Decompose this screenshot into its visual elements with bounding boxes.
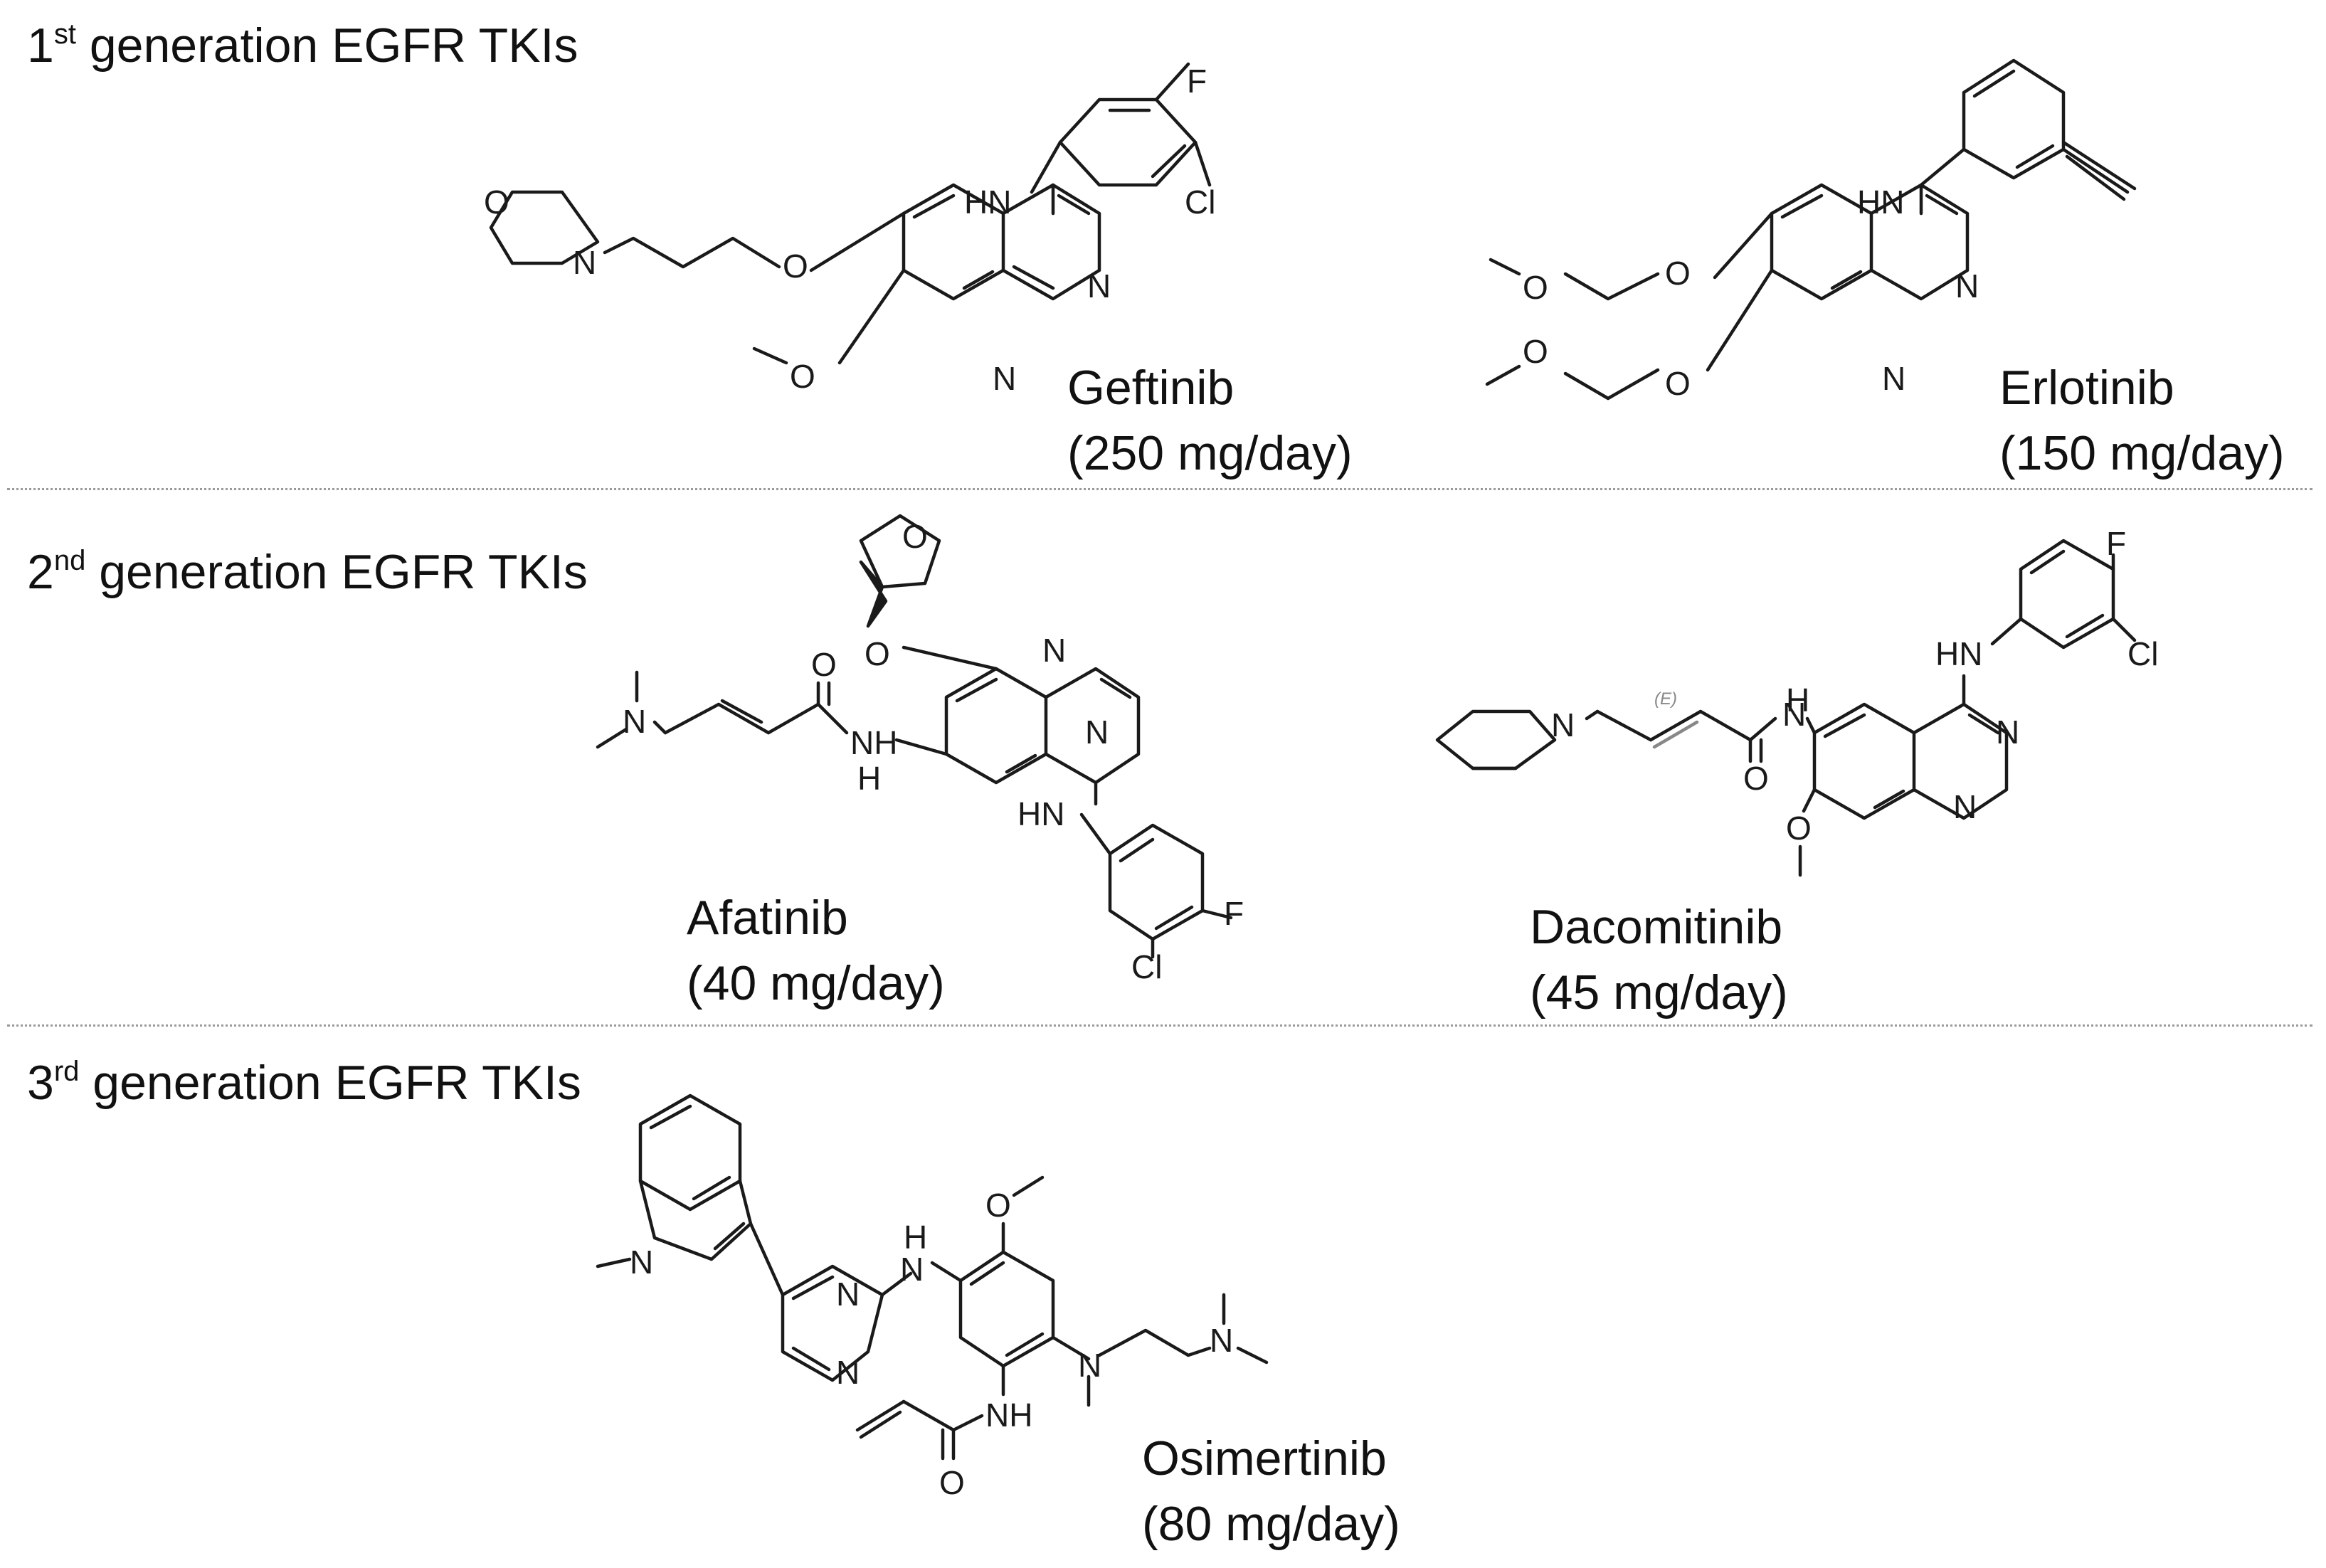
atom-n: N <box>836 1354 860 1391</box>
drug-label-osimertinib: Osimertinib (80 mg/day) <box>1142 1426 1400 1557</box>
stereo-e-label: (E) <box>1654 689 1677 709</box>
atom-nh: NH <box>985 1397 1032 1434</box>
atom-o: O <box>1523 333 1548 370</box>
atom-cl: Cl <box>2127 635 2158 672</box>
atom-cl: Cl <box>1185 184 1215 221</box>
structure-dacomitinib: N N HN F Cl O H N O (E) N <box>1435 525 2158 877</box>
structure-afatinib: N N O O HN F Cl NH H O N <box>596 514 1244 985</box>
atom-cl: Cl <box>1131 948 1162 985</box>
atom-hn: HN <box>1857 184 1904 221</box>
atom-n: N <box>1882 360 1905 397</box>
drug-dose: (80 mg/day) <box>1142 1496 1400 1551</box>
atom-o: O <box>939 1464 965 1501</box>
ordinal-suffix: rd <box>53 1056 80 1087</box>
drug-dose: (250 mg/day) <box>1067 425 1353 480</box>
atom-n: N <box>993 360 1016 397</box>
atom-n: N <box>1953 788 1977 825</box>
atom-o: O <box>790 358 815 395</box>
atom-o: O <box>811 646 837 683</box>
atom-f: F <box>2106 525 2126 562</box>
atom-f: F <box>1187 63 1207 100</box>
drug-label-dacomitinib: Dacomitinib (45 mg/day) <box>1530 895 1788 1026</box>
atom-n: N <box>1551 706 1575 743</box>
drug-dose: (150 mg/day) <box>1999 425 2285 480</box>
section-heading-1st: 1st generation EGFR TKIs <box>27 18 578 73</box>
atom-o: O <box>1523 269 1548 306</box>
section-divider-1 <box>7 488 2312 490</box>
drug-dose: (45 mg/day) <box>1530 965 1788 1019</box>
structure-erlotinib: N N HN O O O O <box>1485 58 2137 402</box>
atom-h: H <box>1786 682 1809 719</box>
drug-name: Erlotinib <box>1999 361 2174 415</box>
atom-f: F <box>1224 895 1244 932</box>
atom-n: N <box>623 703 646 740</box>
atom-n: N <box>1087 267 1111 304</box>
atom-o: O <box>1665 365 1691 402</box>
atom-hn: HN <box>964 184 1011 221</box>
atom-n: N <box>1996 714 2019 751</box>
atom-n: N <box>1210 1322 1233 1359</box>
atom-o: O <box>1786 810 1812 847</box>
atom-n: N <box>836 1276 860 1313</box>
section-heading-3rd: 3rd generation EGFR TKIs <box>27 1056 581 1110</box>
atom-o: O <box>484 184 509 221</box>
atom-n: N <box>1782 696 1806 733</box>
atom-n: N <box>1955 267 1979 304</box>
ordinal-suffix: nd <box>53 545 86 576</box>
atom-o: O <box>1743 760 1769 797</box>
drug-dose: (40 mg/day) <box>687 955 945 1010</box>
atom-n: N <box>1042 632 1066 669</box>
atom-h: H <box>904 1219 927 1256</box>
structure-osimertinib: N N N H N O N N NH O <box>596 1093 1269 1501</box>
atom-o: O <box>1665 255 1691 292</box>
atom-o: O <box>985 1187 1011 1224</box>
drug-name: Geftinib <box>1067 361 1235 415</box>
atom-n: N <box>630 1244 653 1281</box>
atom-hn: HN <box>1017 795 1064 832</box>
atom-h: H <box>857 760 881 797</box>
section-heading-2nd: 2nd generation EGFR TKIs <box>27 545 588 599</box>
atom-nh: NH <box>850 724 897 761</box>
atom-n: N <box>900 1251 924 1288</box>
atom-o: O <box>865 635 890 672</box>
drug-name: Afatinib <box>687 891 848 945</box>
section-divider-2 <box>7 1024 2312 1027</box>
atom-hn: HN <box>1935 635 1982 672</box>
drug-label-afatinib: Afatinib (40 mg/day) <box>687 886 945 1017</box>
atom-o: O <box>783 248 808 285</box>
atom-n: N <box>1085 714 1109 751</box>
ordinal-suffix: st <box>53 18 76 50</box>
drug-label-erlotinib: Erlotinib (150 mg/day) <box>1999 356 2285 487</box>
atom-o: O <box>902 518 928 555</box>
drug-name: Dacomitinib <box>1530 900 1783 954</box>
drug-name: Osimertinib <box>1142 1431 1387 1485</box>
structure-gefitinib: N N HN F Cl O N O O <box>484 62 1215 397</box>
drug-label-geftinib: Geftinib (250 mg/day) <box>1067 356 1353 487</box>
